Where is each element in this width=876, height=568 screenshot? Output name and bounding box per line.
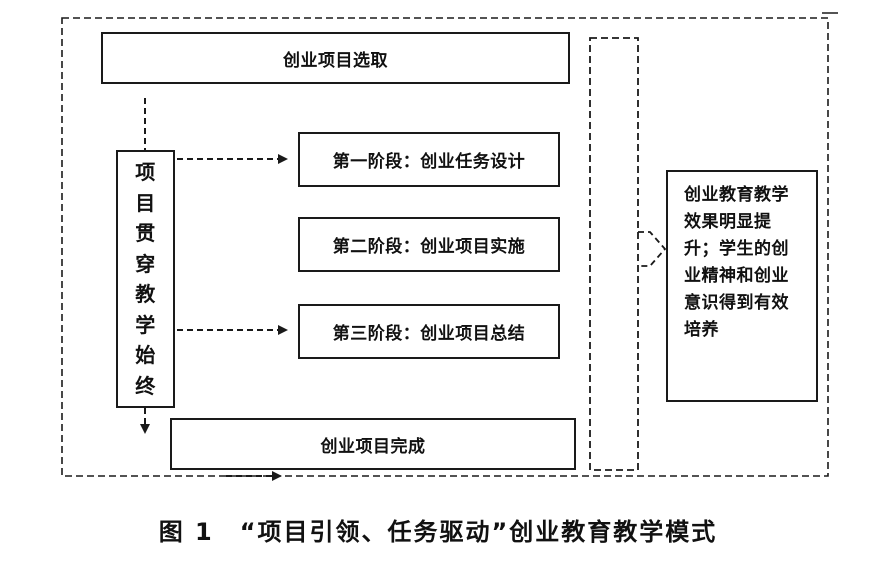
vertical-char: 贯	[135, 221, 156, 246]
project-completion-label: 创业项目完成	[320, 436, 426, 457]
figure-number: 图 1	[158, 518, 214, 546]
stage-1-box: 第一阶段：创业任务设计	[298, 132, 560, 187]
project-throughout-box: 项 目 贯 穿 教 学 始 终	[116, 150, 175, 408]
stage-3-label: 第三阶段：创业项目总结	[332, 324, 526, 344]
chevron-arrow-to-outcome	[638, 231, 667, 267]
vertical-char: 始	[135, 343, 156, 368]
vertical-char: 穿	[135, 251, 156, 276]
stage-3-box: 第三阶段：创业项目总结	[298, 304, 560, 359]
project-selection-label: 创业项目选取	[283, 50, 388, 71]
stage-2-box: 第二阶段：创业项目实施	[298, 217, 560, 272]
outcome-box: 创业教育教学效果明显提升；学生的创业精神和创业意识得到有效培养	[666, 170, 818, 402]
vertical-char: 教	[135, 282, 156, 307]
outer-dashed-frame	[61, 17, 829, 477]
figure-caption: 图 1 “项目引领、任务驱动”创业教育教学模式	[0, 512, 876, 547]
stage-2-label: 第二阶段：创业项目实施	[332, 237, 526, 257]
bracket-dashed-column	[589, 37, 639, 471]
project-selection-box: 创业项目选取	[101, 32, 570, 84]
stage-1-label: 第一阶段：创业任务设计	[332, 152, 526, 172]
figure-title: “项目引领、任务驱动”创业教育教学模式	[239, 518, 718, 546]
vertical-char: 终	[135, 373, 156, 398]
vertical-char: 项	[135, 160, 156, 184]
project-completion-box: 创业项目完成	[170, 418, 576, 470]
outcome-text: 创业教育教学效果明显提升；学生的创业精神和创业意识得到有效培养	[684, 185, 789, 340]
vertical-char: 学	[135, 312, 156, 337]
vertical-char: 目	[135, 190, 156, 215]
